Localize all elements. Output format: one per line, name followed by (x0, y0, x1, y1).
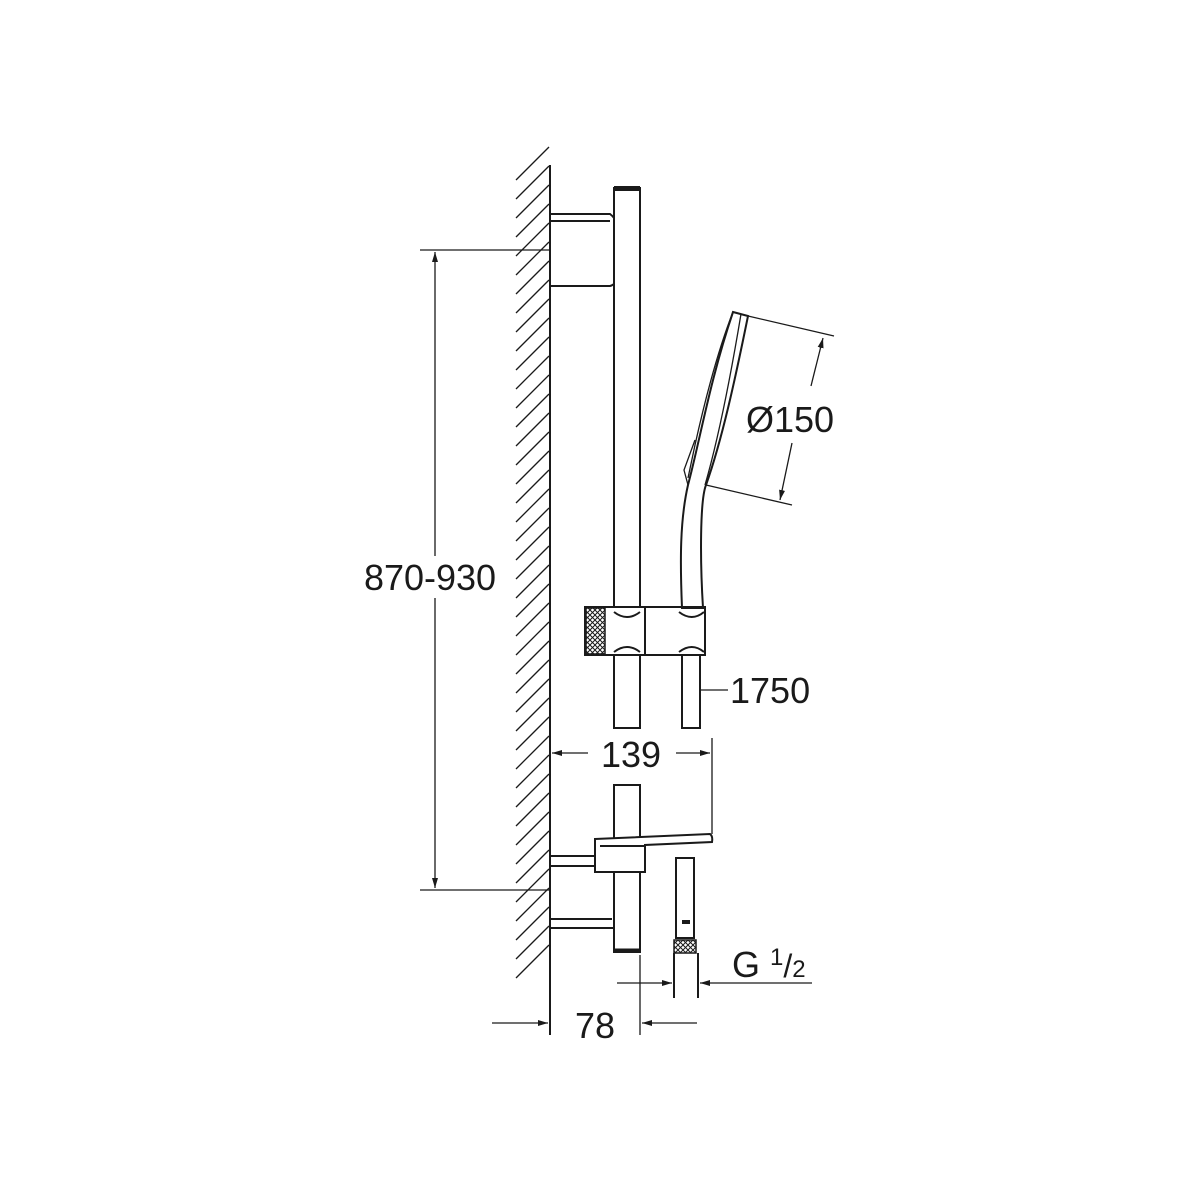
hatch-line (515, 355, 550, 390)
wall-hatching (515, 146, 550, 979)
label-hose-length: 1750 (730, 670, 810, 711)
hatch-line (515, 887, 550, 922)
hatch-line (515, 336, 550, 371)
dimension-head-diameter (705, 315, 835, 506)
bottom-wall-bracket (550, 855, 614, 929)
hatch-line (515, 393, 550, 428)
hatch-line (515, 526, 550, 561)
hatch-line (515, 678, 550, 713)
hatch-line (515, 241, 550, 276)
hatch-line (515, 222, 550, 257)
hatch-line (515, 849, 550, 884)
hatch-line (515, 773, 550, 808)
hatch-line (515, 165, 550, 200)
hatch-line (515, 545, 550, 580)
hatch-line (515, 146, 550, 181)
dimension-rail-height (358, 249, 550, 891)
hatch-line (515, 564, 550, 599)
label-rail-height: 870-930 (364, 557, 496, 598)
dimension-projection (552, 738, 713, 834)
hatch-line (515, 944, 550, 979)
hatch-line (515, 659, 550, 694)
hatch-line (515, 279, 550, 314)
hatch-line (515, 412, 550, 447)
hatch-line (515, 374, 550, 409)
label-wall-offset: 78 (575, 1005, 615, 1046)
hatch-line (515, 621, 550, 656)
label-projection: 139 (601, 734, 661, 775)
hatch-line (515, 317, 550, 352)
hatch-line (515, 830, 550, 865)
hatch-line (515, 716, 550, 751)
rail-end-cap (614, 186, 640, 191)
hatch-line (515, 469, 550, 504)
hatch-line (515, 792, 550, 827)
hatch-line (515, 450, 550, 485)
hatch-line (515, 507, 550, 542)
hatch-line (515, 735, 550, 770)
hose-nut (673, 939, 697, 954)
hatch-line (515, 811, 550, 846)
hatch-line (515, 184, 550, 219)
dimension-wall-offset (492, 955, 697, 1035)
hatch-line (515, 868, 550, 903)
hatch-line (515, 431, 550, 466)
hatch-line (515, 640, 550, 675)
shower-hose-upper (681, 654, 701, 729)
hatch-line (515, 697, 550, 732)
slider-knurled-knob (585, 607, 606, 655)
hatch-line (515, 488, 550, 523)
hatch-line (515, 925, 550, 960)
hatch-line (515, 583, 550, 618)
shower-hose-lower (673, 857, 699, 998)
hatch-line (515, 602, 550, 637)
hand-shower (679, 310, 750, 609)
hatch-line (515, 260, 550, 295)
hatch-line (515, 298, 550, 333)
rail-slider (584, 606, 706, 656)
hatch-line (515, 203, 550, 238)
label-head-diameter: Ø150 (746, 399, 834, 440)
hatch-line (515, 906, 550, 941)
hatch-line (515, 754, 550, 789)
top-wall-bracket (550, 213, 619, 287)
hose-holder (594, 832, 714, 873)
